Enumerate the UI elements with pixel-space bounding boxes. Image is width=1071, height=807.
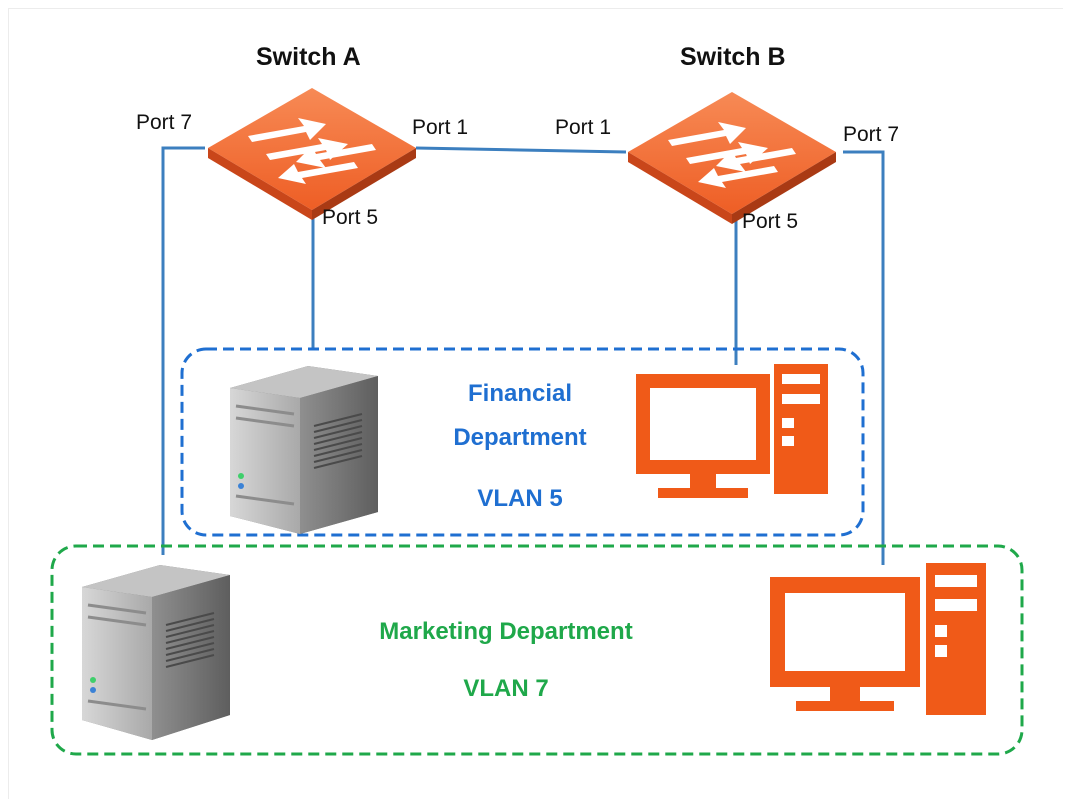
link-a-port7-to-marketing xyxy=(161,146,205,555)
switch-a-port-7-label: Port 7 xyxy=(136,111,193,134)
financial-department-box xyxy=(180,347,865,537)
financial-department-name-line2: Department xyxy=(453,424,587,451)
switch-a-title: Switch A xyxy=(256,43,361,71)
marketing-vlan-label: VLAN 7 xyxy=(463,675,549,702)
switch-b-port-1-label: Port 1 xyxy=(555,116,612,139)
marketing-department-box xyxy=(50,544,1024,756)
switch-b-port-7-label: Port 7 xyxy=(843,123,900,146)
switch-icon[interactable] xyxy=(628,92,836,224)
switch-a-port-1-label: Port 1 xyxy=(412,116,469,139)
links xyxy=(161,146,885,565)
switch-b-title: Switch B xyxy=(680,43,786,71)
link-a-port1-to-b-port1 xyxy=(415,146,627,154)
financial-department-name-line1: Financial xyxy=(467,380,573,407)
computer-icon[interactable] xyxy=(636,364,828,498)
switch-icon[interactable] xyxy=(208,88,416,220)
link-b-port7-to-marketing xyxy=(843,150,885,565)
financial-vlan-label: VLAN 5 xyxy=(477,485,563,512)
server-icon[interactable] xyxy=(230,366,378,534)
marketing-department-name: Marketing Department xyxy=(379,618,633,645)
diagram-frame xyxy=(8,8,1063,799)
computer-icon[interactable] xyxy=(770,563,986,715)
server-icon[interactable] xyxy=(82,565,230,740)
switch-a-port-5-label: Port 5 xyxy=(322,206,379,229)
switch-b-port-5-label: Port 5 xyxy=(742,210,799,233)
